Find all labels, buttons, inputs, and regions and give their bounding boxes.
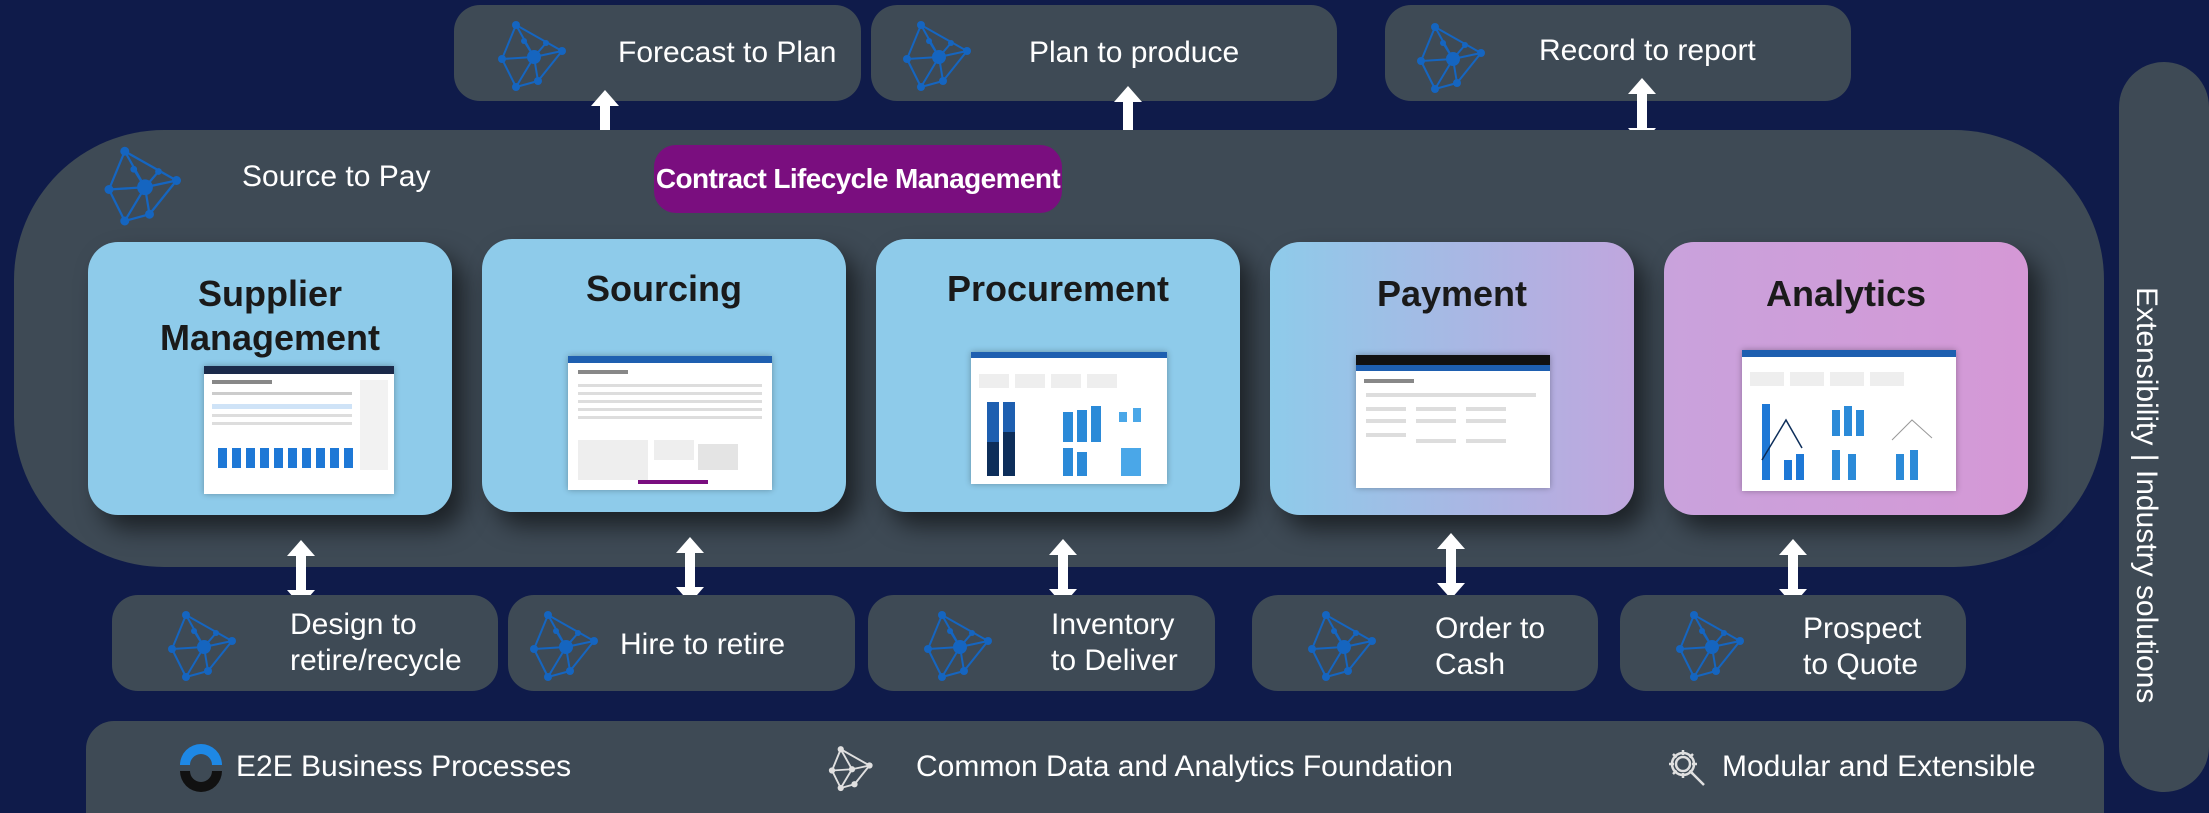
- extensibility-label: Extensibility | Industry solutions: [2130, 287, 2163, 704]
- module-screenshot: [971, 352, 1167, 484]
- process-label: to Deliver: [1051, 644, 1178, 677]
- process-label: Forecast to Plan: [618, 36, 837, 69]
- footer-foundation-label: Common Data and Analytics Foundation: [916, 750, 1453, 783]
- process-inventory-to-deliver: Inventory to Deliver: [868, 595, 1215, 691]
- process-record-to-report: Record to report: [1385, 5, 1851, 101]
- network-icon: [1304, 605, 1384, 685]
- module-analytics: Analytics: [1664, 242, 2028, 515]
- module-screenshot: [204, 366, 394, 494]
- footer-modular-label: Modular and Extensible: [1722, 750, 2036, 783]
- module-title: Analytics: [1765, 273, 1927, 314]
- process-label: Hire to retire: [620, 628, 786, 661]
- module-title: Payment: [1376, 273, 1528, 314]
- network-icon: [828, 746, 873, 792]
- process-label: Cash: [1435, 648, 1506, 681]
- module-screenshot: [568, 356, 772, 490]
- contract-lifecycle-badge: Contract Lifecycle Management: [654, 145, 1062, 213]
- process-label: retire/recycle: [290, 644, 462, 677]
- module-procurement: Procurement: [876, 239, 1240, 512]
- process-label: Order to: [1435, 612, 1546, 645]
- process-order-to-cash: Order to Cash: [1252, 595, 1598, 691]
- process-design-to-retire: Design to retire/recycle: [112, 595, 498, 691]
- module-screenshot: [1742, 350, 1956, 491]
- module-title: Supplier Management: [159, 273, 381, 358]
- process-forecast-to-plan: Forecast to Plan: [454, 5, 861, 101]
- process-label: Design to: [290, 608, 417, 641]
- network-icon: [164, 605, 244, 685]
- network-icon: [1672, 605, 1752, 685]
- network-icon: [920, 605, 1000, 685]
- process-hire-to-retire: Hire to retire: [508, 595, 855, 691]
- module-payment: Payment: [1270, 242, 1634, 515]
- process-label: Record to report: [1539, 34, 1756, 67]
- e2e-process-icon: [180, 744, 222, 792]
- process-prospect-to-quote: Prospect to Quote: [1620, 595, 1966, 691]
- gear-icon: [1669, 750, 1705, 786]
- network-icon: [100, 140, 190, 230]
- module-title: Procurement: [946, 268, 1170, 309]
- extensibility-sidebar: Extensibility | Industry solutions: [2119, 62, 2209, 792]
- network-icon: [899, 15, 979, 95]
- process-label: Prospect: [1803, 612, 1922, 645]
- bidirectional-arrow-icon: [1434, 531, 1468, 601]
- footer-bar: E2E Business Processes Common Data and A…: [86, 721, 2104, 813]
- network-icon: [1413, 17, 1493, 97]
- module-supplier-management: Supplier Management: [88, 242, 452, 515]
- module-title: Sourcing: [585, 268, 742, 309]
- module-sourcing: Sourcing: [482, 239, 846, 512]
- network-icon: [526, 605, 606, 685]
- footer-e2e-label: E2E Business Processes: [236, 750, 572, 783]
- network-icon: [494, 15, 574, 95]
- module-screenshot: [1356, 355, 1550, 488]
- process-plan-to-produce: Plan to produce: [871, 5, 1337, 101]
- process-label: Inventory: [1051, 608, 1175, 641]
- process-label: to Quote: [1803, 648, 1919, 681]
- process-label: Plan to produce: [1029, 36, 1240, 69]
- source-to-pay-label: Source to Pay: [242, 160, 431, 193]
